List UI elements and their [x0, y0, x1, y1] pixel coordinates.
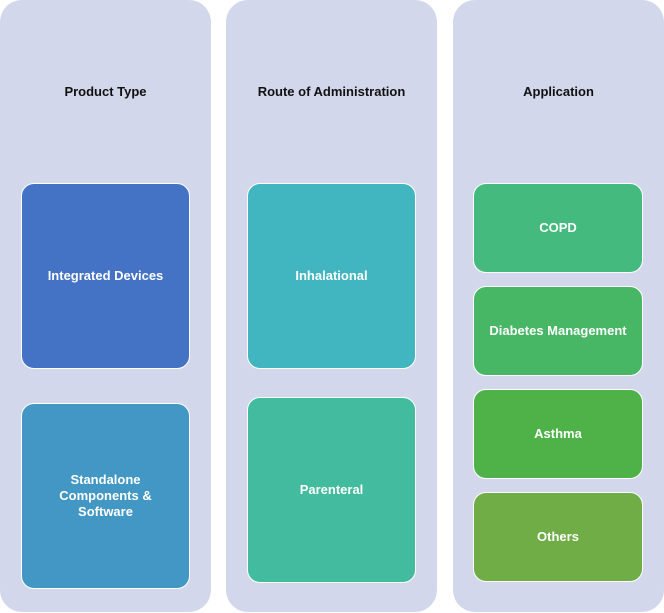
- box-inhalational: Inhalational: [247, 183, 416, 369]
- box-diabetes-management: Diabetes Management: [473, 286, 643, 376]
- column-route-of-administration: Route of Administration Inhalational Par…: [226, 0, 437, 612]
- box-parenteral: Parenteral: [247, 397, 416, 583]
- column-title-product-type: Product Type: [64, 84, 147, 99]
- column-title-route-of-administration: Route of Administration: [257, 84, 406, 99]
- column-application: Application COPD Diabetes Management Ast…: [453, 0, 664, 612]
- box-copd: COPD: [473, 183, 643, 273]
- box-standalone-label: Standalone Components & Software: [59, 472, 152, 519]
- box-standalone-components-software: Standalone Components & Software: [21, 403, 190, 589]
- box-integrated-devices: Integrated Devices: [21, 183, 190, 369]
- box-others: Others: [473, 492, 643, 582]
- column-title-application: Application: [523, 84, 594, 99]
- column-product-type: Product Type Integrated Devices Standalo…: [0, 0, 211, 612]
- box-asthma: Asthma: [473, 389, 643, 479]
